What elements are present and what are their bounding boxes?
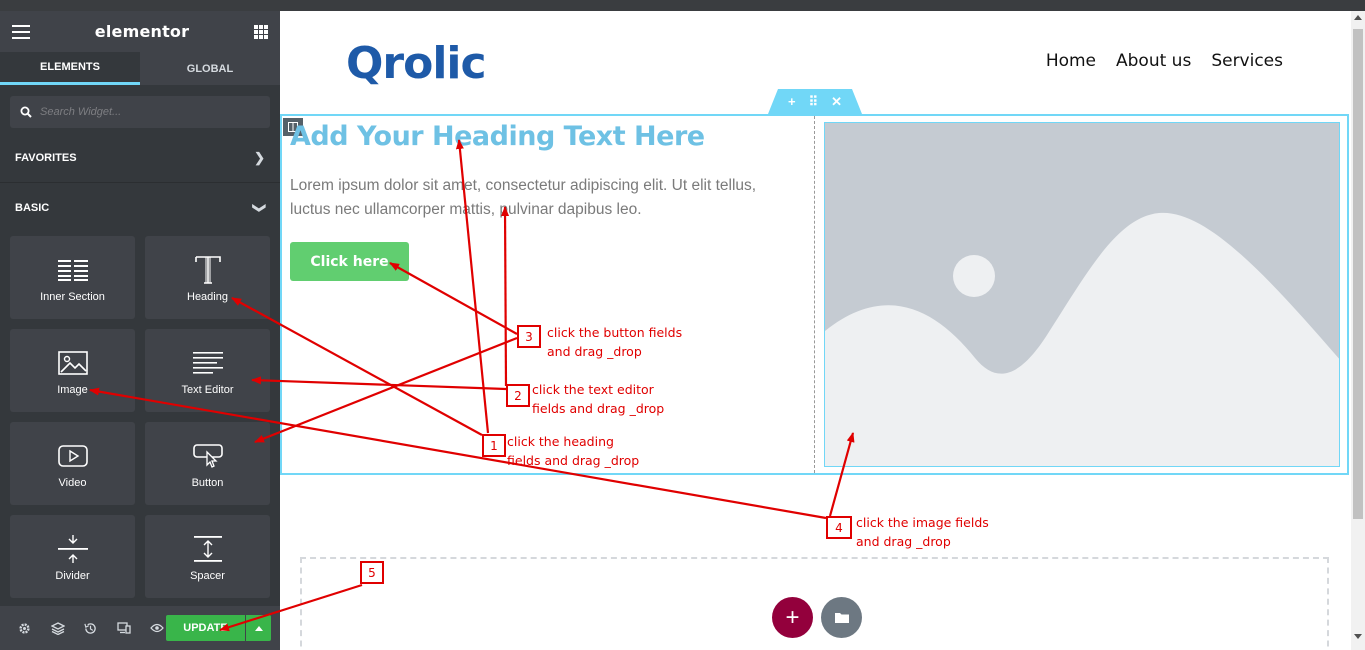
category-basic-label: BASIC [15,202,50,214]
history-icon[interactable] [74,606,107,650]
widget-label: Video [58,476,87,489]
widget-label: Text Editor [181,383,234,396]
column-divider [814,116,815,473]
widget-label: Inner Section [40,290,105,303]
widget-image[interactable]: Image [10,329,135,412]
image-placeholder[interactable] [824,122,1340,467]
scrollbar-thumb[interactable] [1353,29,1363,519]
search-icon [20,106,32,118]
annotation-marker-2: 2 [506,384,530,407]
click-here-button[interactable]: Click here [290,242,409,281]
annotation-marker-4: 4 [826,516,852,539]
widget-label: Image [57,383,88,396]
category-favorites[interactable]: FAVORITES ❯ [0,133,280,183]
widget-spacer[interactable]: Spacer [145,515,270,598]
tab-elements[interactable]: ELEMENTS [0,52,140,85]
add-section-plus-icon[interactable]: + [787,94,796,109]
widget-search [10,96,270,128]
widget-label: Spacer [190,569,225,582]
annotation-1-line1: click the heading [507,434,614,449]
widget-label: Button [191,476,224,489]
widgets-grid-icon[interactable] [254,24,268,39]
update-button[interactable]: UPDATE [166,615,245,641]
text-editor-widget[interactable]: Lorem ipsum dolor sit amet, consectetur … [290,177,757,218]
elementor-logo: elementor [94,22,190,41]
annotation-3-line1: click the button fields [547,325,683,340]
divider-icon [57,532,88,566]
nav-services[interactable]: Services [1211,51,1283,71]
update-options-caret-icon[interactable] [246,615,271,641]
site-nav: Home About us Services [1046,51,1283,71]
hamburger-menu-icon[interactable] [12,24,30,39]
tab-global[interactable]: GLOBAL [186,62,234,75]
widget-button[interactable]: Button [145,422,270,505]
annotation-2-line2: fields and drag _drop [532,401,665,416]
delete-section-icon[interactable]: ✕ [831,93,843,109]
category-basic[interactable]: BASIC ❯ [0,183,280,233]
scroll-down-arrow-icon[interactable] [1354,634,1362,639]
section-handle: + ⠿ ✕ [768,89,862,114]
panel-header: elementor [0,11,280,52]
annotation-text-1: click the heading fields and drag _drop [507,432,639,470]
widget-label: Heading [187,290,228,303]
page-scrollbar[interactable] [1351,11,1365,650]
add-template-folder-button[interactable] [821,597,862,638]
widget-inner-section[interactable]: Inner Section [10,236,135,319]
annotation-text-2: click the text editor fields and drag _d… [532,380,664,418]
search-widget-input[interactable] [40,106,240,118]
widget-divider[interactable]: Divider [10,515,135,598]
image-icon [57,346,88,380]
mountain-sun-placeholder-icon [825,212,1339,466]
browser-top-strip [0,0,1365,11]
video-icon [57,439,88,473]
folder-icon [834,613,849,623]
empty-section-dropzone[interactable] [300,557,1329,650]
elementor-panel: elementor ELEMENTS GLOBAL FAVORITES ❯ BA… [0,11,280,650]
annotation-marker-3: 3 [517,325,541,348]
add-new-section-button[interactable]: + [772,597,813,638]
inner-section-icon [57,253,88,287]
annotation-4-line1: click the image fields [856,515,989,530]
category-favorites-label: FAVORITES [15,151,77,164]
preview-eye-icon[interactable] [140,606,173,650]
heading-icon [194,253,221,287]
annotation-text-4: click the image fields and drag _drop [856,513,989,551]
widget-video[interactable]: Video [10,422,135,505]
nav-home[interactable]: Home [1045,51,1097,71]
panel-footer: UPDATE [0,606,280,650]
widget-text-editor[interactable]: Text Editor [145,329,270,412]
page-canvas: Qrolic Home About us Services + ⠿ ✕ Add … [280,11,1351,650]
text-editor-icon [192,346,223,380]
nav-about-us[interactable]: About us [1116,51,1192,71]
column-handle-icon[interactable] [283,118,303,136]
site-logo[interactable]: Qrolic [346,38,487,89]
spacer-icon [193,532,223,566]
button-icon [192,439,223,473]
widget-heading[interactable]: Heading [145,236,270,319]
annotation-text-3: click the button fields and drag _drop [547,323,682,361]
basic-widgets-grid: Inner Section Heading Image Text Editor [0,233,280,598]
annotation-1-line2: fields and drag _drop [507,453,640,468]
annotation-marker-1: 1 [482,434,506,457]
drag-handle-icon[interactable]: ⠿ [808,93,819,109]
settings-icon[interactable] [8,606,41,650]
widget-label: Divider [55,569,90,582]
annotation-4-line2: and drag _drop [856,534,951,549]
annotation-3-line2: and drag _drop [547,344,642,359]
navigator-icon[interactable] [41,606,74,650]
panel-tabs: ELEMENTS GLOBAL [0,52,280,85]
heading-widget[interactable]: Add Your Heading Text Here [290,121,705,152]
chevron-down-icon: ❯ [252,202,268,214]
chevron-right-icon: ❯ [254,149,265,165]
annotation-marker-5: 5 [360,561,384,584]
scroll-up-arrow-icon[interactable] [1354,15,1362,20]
annotation-2-line1: click the text editor [532,382,654,397]
responsive-icon[interactable] [107,606,140,650]
